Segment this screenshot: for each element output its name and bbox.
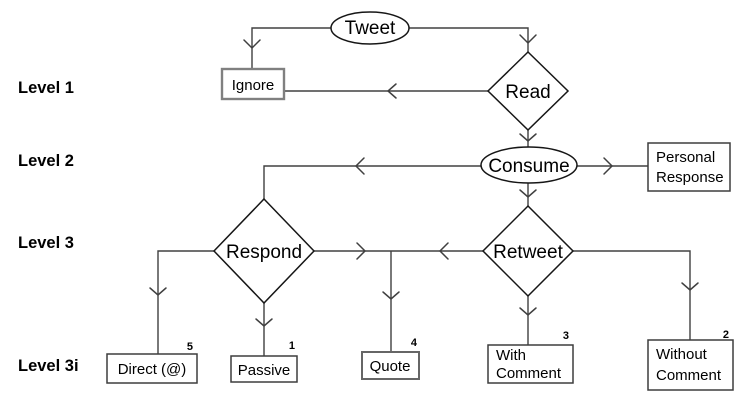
arrow-left-icon — [438, 242, 449, 260]
level-rail: Level 1 Level 2 Level 3 Level 3i — [18, 79, 79, 375]
node-respond-shape — [212, 197, 316, 305]
node-direct-shape — [106, 353, 198, 384]
node-personal-response-label-line2: Response — [656, 169, 724, 186]
arrow-left-icon — [386, 83, 397, 99]
node-passive-superscript: 1 — [289, 340, 295, 352]
arrow-down-icon — [519, 133, 537, 142]
node-tweet-shape — [330, 11, 410, 45]
arrow-down-icon — [255, 318, 273, 327]
node-read-shape — [486, 50, 570, 132]
node-consume-shape — [480, 146, 578, 184]
node-quote-superscript: 4 — [411, 337, 418, 349]
edge-consume-respond — [263, 165, 481, 199]
node-with-comment-label-line1: With — [496, 347, 526, 364]
arrow-down-icon — [681, 282, 699, 291]
node-passive-shape — [230, 355, 298, 383]
node-retweet-shape — [481, 204, 575, 298]
level-3-label: Level 3 — [18, 234, 74, 252]
arrow-down-icon — [382, 291, 400, 300]
arrow-down-icon — [519, 34, 537, 45]
level-2-label: Level 2 — [18, 152, 74, 170]
edge-tweet-ignore — [251, 27, 331, 69]
node-personal-response-label-line1: Personal — [656, 149, 715, 166]
node-passive-label: Passive — [238, 362, 291, 379]
node-consume-label: Consume — [488, 156, 569, 177]
node-without-comment-label-line1: Without — [656, 346, 708, 363]
nodes: Tweet Ignore Read Consume Personal Respo… — [106, 11, 734, 391]
arrow-down-icon — [149, 287, 167, 296]
node-with-comment-label-line2: Comment — [496, 365, 562, 382]
node-without-comment-label-line2: Comment — [656, 367, 722, 384]
node-without-comment-shape — [647, 339, 734, 391]
node-read-label: Read — [505, 82, 550, 103]
node-ignore-label: Ignore — [232, 77, 275, 94]
arrow-right-icon — [603, 157, 614, 175]
edge-respond-direct — [157, 250, 214, 354]
arrow-right-icon — [356, 242, 367, 260]
node-quote-shape — [361, 351, 420, 380]
node-tweet-label: Tweet — [345, 18, 396, 39]
level-3i-label: Level 3i — [18, 357, 79, 375]
node-with-comment-shape — [487, 344, 574, 384]
arrow-down-icon — [519, 189, 537, 198]
node-quote-label: Quote — [370, 358, 411, 375]
node-without-comment-superscript: 2 — [723, 329, 729, 341]
node-direct-label: Direct (@) — [118, 361, 187, 378]
arrow-left-icon — [354, 157, 365, 175]
arrow-down-icon — [243, 39, 261, 50]
node-with-comment-superscript: 3 — [563, 330, 569, 342]
edges — [149, 27, 699, 356]
node-direct-superscript: 5 — [187, 341, 193, 353]
arrow-down-icon — [519, 307, 537, 316]
level-1-label: Level 1 — [18, 79, 74, 97]
edge-tweet-read — [409, 27, 529, 52]
node-retweet-label: Retweet — [493, 242, 563, 263]
node-personal-response-shape — [647, 142, 731, 192]
node-respond-label: Respond — [226, 242, 302, 263]
node-ignore-shape — [220, 67, 286, 101]
edge-retweet-without-comment — [573, 250, 691, 340]
